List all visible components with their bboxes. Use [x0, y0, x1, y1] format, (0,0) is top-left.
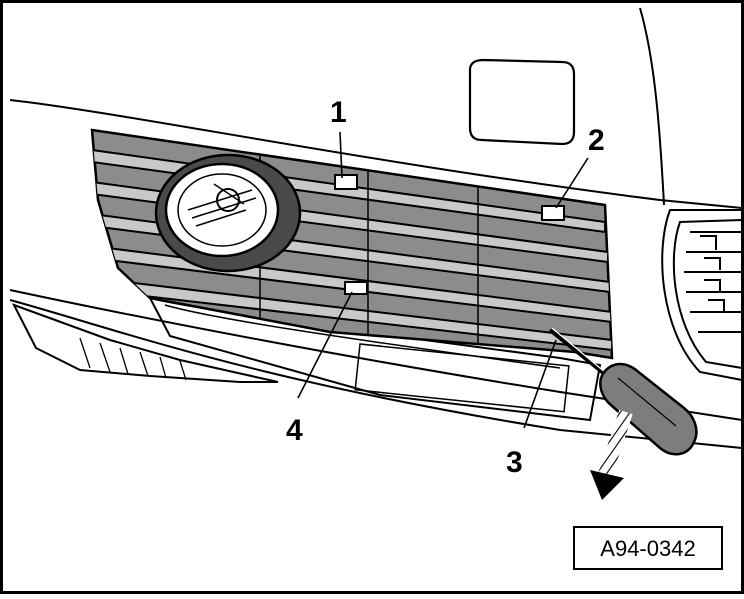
screwdriver-icon — [548, 327, 698, 456]
leader-lines — [297, 131, 589, 429]
plate-recess — [468, 58, 576, 146]
retaining-tab-1 — [334, 174, 358, 190]
figure-id-box: A94-0342 — [573, 526, 723, 570]
fog-lamp-icon — [154, 153, 302, 273]
callout-1: 1 — [330, 96, 347, 129]
callout-4: 4 — [286, 414, 303, 447]
callout-3: 3 — [506, 446, 523, 479]
retaining-tab-2 — [541, 205, 565, 221]
retaining-tab-4 — [344, 281, 368, 295]
pull-direction-arrow-icon — [590, 409, 633, 500]
callout-2: 2 — [588, 124, 605, 157]
center-grille-section — [661, 209, 743, 381]
figure-id-label: A94-0342 — [600, 536, 695, 561]
